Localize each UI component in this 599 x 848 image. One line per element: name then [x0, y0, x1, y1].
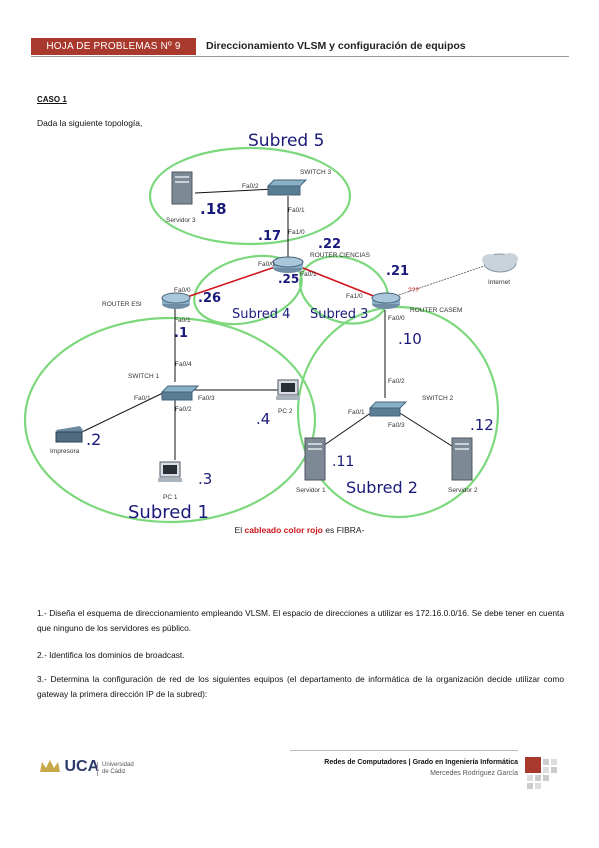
switch1-icon: [160, 385, 200, 401]
switch3-icon: [266, 179, 308, 196]
hw-17: .17: [258, 229, 281, 244]
hw-1: .1: [174, 326, 188, 341]
sheet-tag: HOJA DE PROBLEMAS Nº 9: [31, 38, 196, 55]
port-s2-fa03: Fa0/3: [388, 422, 405, 429]
port-rca-fa10: Fa1/0: [346, 293, 363, 300]
subnet2-circle: [296, 305, 500, 519]
hw-26: .26: [198, 291, 221, 306]
label-switch1: SWITCH 1: [128, 373, 159, 380]
crown-icon: [40, 759, 60, 772]
label-router-casem: ROUTER CASEM: [410, 307, 462, 314]
intro-text: Dada la siguiente topología,: [37, 118, 143, 128]
router-casem-icon: [371, 292, 401, 309]
internet-link: [395, 263, 491, 297]
label-pc2: PC 2: [278, 408, 293, 415]
label-switch2: SWITCH 2: [422, 395, 453, 402]
router-ciencias-icon: [272, 256, 304, 273]
label-servidor3: Servidor 3: [166, 217, 196, 224]
hw-11: .11: [332, 454, 354, 470]
router-esi-icon: [161, 292, 191, 309]
subnet5-circle: [148, 146, 352, 246]
hw-2: .2: [86, 430, 101, 449]
port-rc-fa00: Fa0/0: [258, 261, 275, 268]
hw-subred2: Subred 2: [346, 478, 418, 497]
port-s2-fa02: Fa0/2: [388, 378, 405, 385]
switch2-icon: [368, 401, 408, 417]
label-internet: Internet: [488, 279, 510, 286]
footer-rule: [290, 750, 518, 751]
question-1: 1.- Diseña el esquema de direccionamient…: [37, 608, 564, 633]
port-s2-fa01: Fa0/1: [348, 409, 365, 416]
uca-logo: UCA: [40, 758, 99, 776]
port-s1-fa04: Fa0/4: [175, 361, 192, 368]
internet-cloud-icon: [482, 253, 518, 273]
port-s3-fa02: Fa0/2: [242, 183, 259, 190]
case-heading: CASO 1: [37, 95, 67, 104]
hw-10: .10: [398, 330, 422, 348]
port-s1-fa01: Fa0/1: [134, 395, 151, 402]
sheet-title: Direccionamiento VLSM y configuración de…: [206, 40, 466, 52]
pc1-icon: [158, 461, 182, 482]
hw-18: .18: [200, 200, 227, 218]
port-re-fa01: Fa0/1: [174, 317, 191, 324]
subnet-circles: [23, 146, 500, 524]
header-rule: [31, 56, 569, 57]
hw-22: .22: [318, 237, 341, 252]
printer-icon: [55, 426, 84, 443]
hw-subred5: Subred 5: [248, 131, 324, 151]
ethernet-cables: [81, 188, 456, 460]
subnet1-circle: [23, 316, 317, 524]
servidor1-icon: [304, 437, 326, 481]
label-pc1: PC 1: [163, 494, 178, 501]
port-re-fa00: Fa0/0: [174, 287, 191, 294]
footer-course: Redes de Computadores | Grado en Ingenie…: [324, 759, 518, 766]
pc2-icon: [276, 379, 300, 400]
hw-12: .12: [470, 416, 494, 434]
label-impresora: Impresora: [50, 448, 80, 455]
label-router-esi: ROUTER ESI: [102, 301, 142, 308]
port-rc-fa01: Fa0/1: [300, 271, 317, 278]
fiber-cables: [183, 265, 377, 299]
hw-21: .21: [386, 264, 409, 279]
port-s3-fa01: Fa0/1: [288, 207, 305, 214]
question-3: 3.- Determina la configuración de red de…: [37, 674, 564, 699]
fiber-caption: El cableado color rojo es FIBRA-: [234, 525, 365, 535]
hw-4: .4: [256, 410, 270, 428]
hw-subred3: Subred 3: [310, 307, 368, 322]
checker-logo-icon: [525, 757, 557, 789]
port-s1-fa02: Fa0/2: [175, 406, 192, 413]
hw-subred4: Subred 4: [232, 307, 290, 322]
label-router-ciencias: ROUTER CIENCIAS: [310, 252, 371, 259]
label-servidor1: Servidor 1: [296, 487, 326, 494]
port-rca-fa00: Fa0/0: [388, 315, 405, 322]
label-switch3: SWITCH 3: [300, 169, 331, 176]
servidor2-icon: [451, 437, 473, 481]
hw-3: .3: [198, 470, 212, 488]
servidor3-icon: [171, 171, 193, 205]
port-rca-unknown: ???: [408, 287, 419, 294]
hw-25: .25: [278, 272, 299, 286]
hw-subred1: Subred 1: [128, 502, 209, 523]
port-rc-fa10: Fa1/0: [288, 229, 305, 236]
port-s1-fa03: Fa0/3: [198, 395, 215, 402]
label-servidor2: Servidor 2: [448, 487, 478, 494]
question-2: 2.- Identifica los dominios de broadcast…: [37, 650, 185, 660]
footer-author: Mercedes Rodríguez García: [430, 770, 518, 777]
